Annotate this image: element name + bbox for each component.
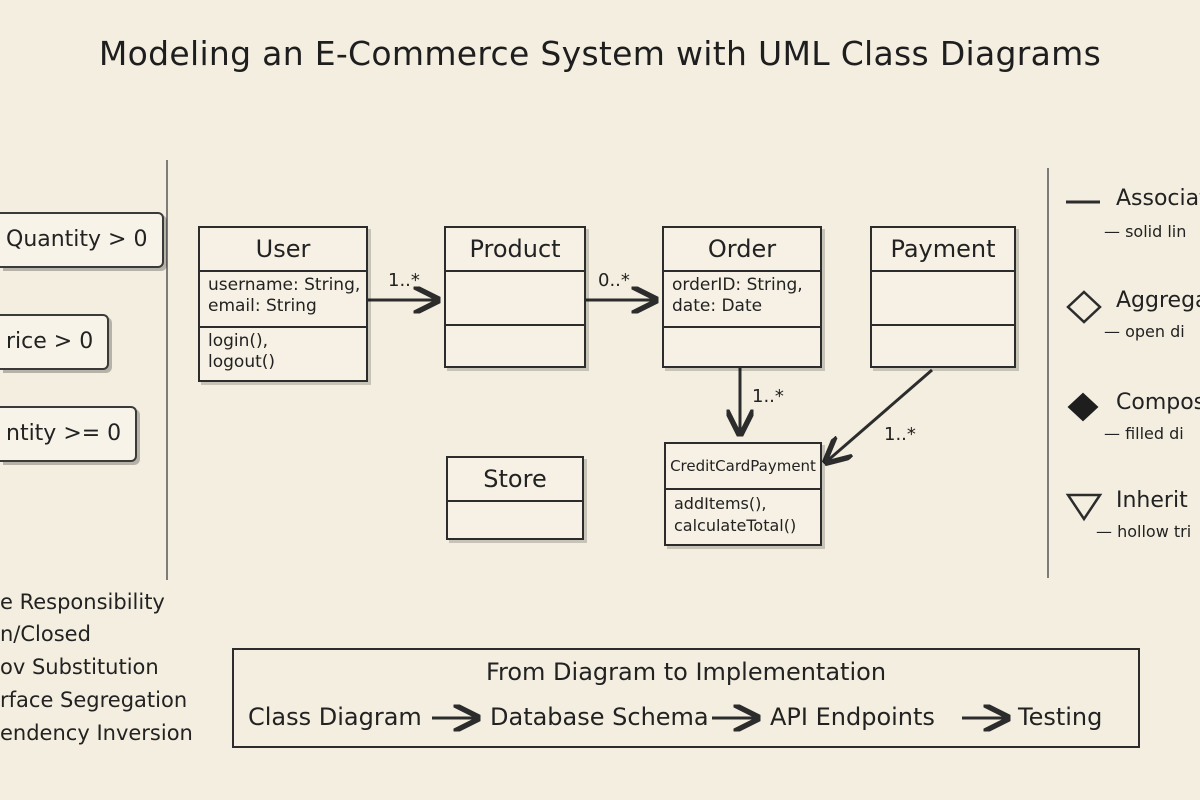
class-product-methods: [446, 326, 584, 366]
legend-inheritance-subtitle: — hollow tri: [1096, 522, 1192, 541]
legend-association-title: Associat: [1116, 186, 1200, 211]
class-order-methods: [664, 328, 820, 366]
class-user[interactable]: User username: String, email: String log…: [198, 226, 368, 382]
constraint-tag-quantity: Quantity > 0: [0, 212, 164, 268]
class-user-attributes: username: String, email: String: [200, 272, 366, 328]
class-user-attribute: email: String: [208, 296, 317, 316]
class-payment-name: Payment: [872, 228, 1014, 272]
class-payment-methods: [872, 326, 1014, 366]
class-credit-card-payment-methods: addItems(), calculateTotal(): [666, 490, 820, 544]
page-title: Modeling an E-Commerce System with UML C…: [98, 34, 1102, 73]
class-order-attribute: date: Date: [672, 296, 763, 316]
hollow-triangle-icon: [1065, 493, 1103, 522]
principle-open-closed: n/Closed: [0, 622, 91, 646]
class-credit-card-payment-name: CreditCardPayment: [666, 444, 820, 490]
open-diamond-icon: [1066, 290, 1102, 324]
class-credit-card-payment-method: addItems(),: [674, 494, 767, 513]
class-order-attributes: orderID: String, date: Date: [664, 272, 820, 328]
class-order-name: Order: [664, 228, 820, 272]
class-payment[interactable]: Payment: [870, 226, 1016, 368]
legend-aggregation-title: Aggrega: [1116, 288, 1200, 313]
flow-step-testing: Testing: [1018, 703, 1103, 731]
class-store[interactable]: Store: [446, 456, 584, 540]
legend-aggregation-subtitle: — open di: [1104, 322, 1185, 341]
constraint-tag-price: rice > 0: [0, 314, 110, 370]
principle-interface-segregation: rface Segregation: [0, 688, 188, 712]
flow-step-database-schema: Database Schema: [490, 703, 709, 731]
flow-step-class-diagram: Class Diagram: [248, 703, 422, 731]
principle-liskov-substitution: ov Substitution: [0, 655, 159, 679]
flow-step-api-endpoints: API Endpoints: [770, 703, 935, 731]
class-user-attribute: username: String,: [208, 275, 361, 295]
class-order-attribute: orderID: String,: [672, 275, 803, 295]
filled-diamond-icon: [1067, 392, 1099, 422]
class-user-methods: login(), logout(): [200, 328, 366, 380]
legend-composition-subtitle: — filled di: [1104, 424, 1184, 443]
multiplicity-order-creditcard: 1..*: [752, 386, 784, 407]
class-store-attributes: [448, 502, 582, 538]
left-divider: [166, 160, 168, 580]
class-credit-card-payment-method: calculateTotal(): [674, 516, 797, 535]
principle-dependency-inversion: endency Inversion: [0, 721, 193, 745]
class-credit-card-payment[interactable]: CreditCardPayment addItems(), calculateT…: [664, 442, 822, 546]
multiplicity-user-product: 1..*: [388, 270, 420, 291]
class-payment-attributes: [872, 272, 1014, 326]
principle-single-responsibility: e Responsibility: [0, 590, 165, 614]
class-product-attributes: [446, 272, 584, 326]
implementation-flow-title: From Diagram to Implementation: [485, 658, 887, 686]
legend-composition-title: Compos: [1116, 390, 1200, 415]
class-user-name: User: [200, 228, 366, 272]
right-divider: [1047, 168, 1049, 578]
implementation-flow-box: From Diagram to Implementation: [232, 648, 1140, 748]
class-order[interactable]: Order orderID: String, date: Date: [662, 226, 822, 368]
class-store-name: Store: [448, 458, 582, 502]
association-payment-creditcard: [826, 368, 933, 462]
class-user-method: logout(): [208, 352, 276, 372]
class-user-method: login(),: [208, 331, 269, 351]
class-product-name: Product: [446, 228, 584, 272]
multiplicity-product-order: 0..*: [598, 270, 630, 291]
constraint-tag-stock: ntity >= 0: [0, 406, 138, 462]
legend-association-subtitle: — solid lin: [1104, 222, 1187, 241]
class-product[interactable]: Product: [444, 226, 586, 368]
legend-inheritance-title: Inherit: [1116, 488, 1188, 513]
multiplicity-payment-creditcard: 1..*: [884, 424, 916, 445]
